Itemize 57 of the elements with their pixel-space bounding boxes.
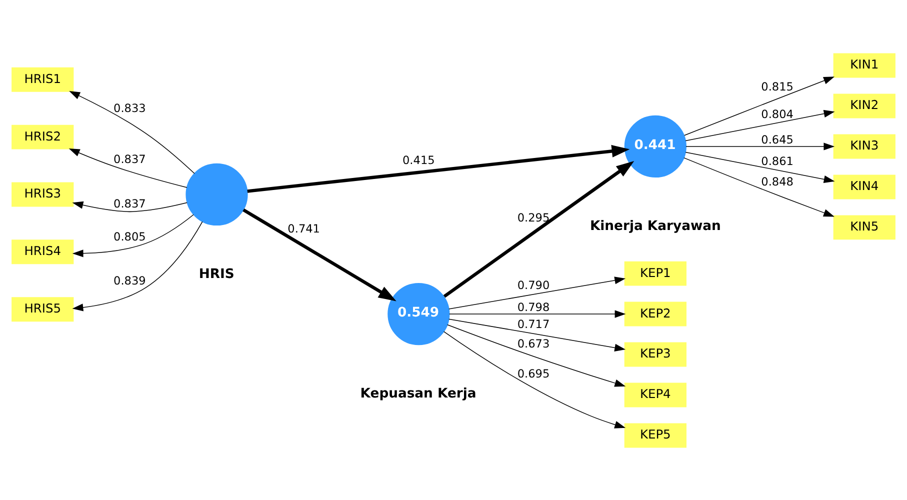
node-label: Kinerja Karyawan: [590, 218, 721, 234]
arrow: [69, 90, 195, 174]
edge-label: 0.804: [761, 107, 794, 120]
node-box: KEP1: [624, 260, 686, 286]
node-label: Kepuasan Kerja: [360, 386, 476, 402]
node-circle: [186, 162, 248, 226]
arrow: [68, 148, 188, 188]
node-box: HRIS4: [12, 239, 74, 264]
arrow: [72, 200, 188, 212]
node-circle: 0.549: [388, 282, 450, 345]
node-box: KEP2: [624, 301, 686, 326]
edge-label: 0.798: [517, 300, 550, 314]
node-circle: 0.441: [624, 114, 686, 178]
edge-label: 0.790: [517, 278, 550, 292]
arrow: [72, 220, 203, 311]
arrow: [447, 324, 626, 386]
edge-label: 0.741: [288, 222, 320, 236]
arrow: [443, 330, 626, 428]
edge-label: 0.805: [114, 230, 146, 243]
arrow: [684, 76, 835, 136]
edge-label: 0.673: [517, 337, 550, 350]
node-box: KIN2: [833, 93, 896, 118]
edge-label: 0.695: [517, 367, 550, 380]
edge-label: 0.295: [517, 210, 550, 224]
edge-label: 0.645: [761, 132, 794, 146]
arrow: [242, 208, 396, 301]
arrow: [448, 310, 626, 318]
arrow: [684, 156, 834, 216]
edge-label: 0.839: [114, 274, 146, 287]
node-label: HRIS: [198, 266, 234, 282]
node-box: HRIS1: [12, 66, 74, 92]
arrow: [247, 144, 630, 192]
edge-label: 0.848: [761, 175, 794, 188]
node-box: HRIS3: [12, 182, 74, 206]
node-box: KIN3: [833, 134, 896, 158]
node-box: KIN5: [833, 214, 896, 240]
arrow: [685, 151, 835, 183]
arrow: [448, 276, 626, 309]
edge-label: 0.837: [114, 152, 146, 166]
node-box: HRIS5: [12, 296, 74, 322]
arrow: [448, 318, 626, 351]
edge-label: 0.815: [761, 80, 794, 94]
node-box: KIN4: [833, 174, 896, 199]
arrow: [72, 214, 194, 257]
arrow: [685, 109, 835, 141]
edge-label: 0.837: [114, 196, 146, 210]
node-box: KEP4: [624, 382, 686, 407]
node-box: KEP5: [624, 422, 686, 448]
edge-label: 0.861: [761, 154, 794, 168]
node-box: KEP3: [624, 342, 686, 366]
edge-label: 0.415: [402, 153, 435, 166]
node-box: KIN1: [833, 52, 896, 78]
edge-label: 0.717: [517, 317, 550, 330]
arrow: [443, 160, 634, 298]
node-box: HRIS2: [12, 124, 74, 149]
edge-label: 0.833: [114, 102, 146, 115]
arrow: [686, 142, 835, 150]
